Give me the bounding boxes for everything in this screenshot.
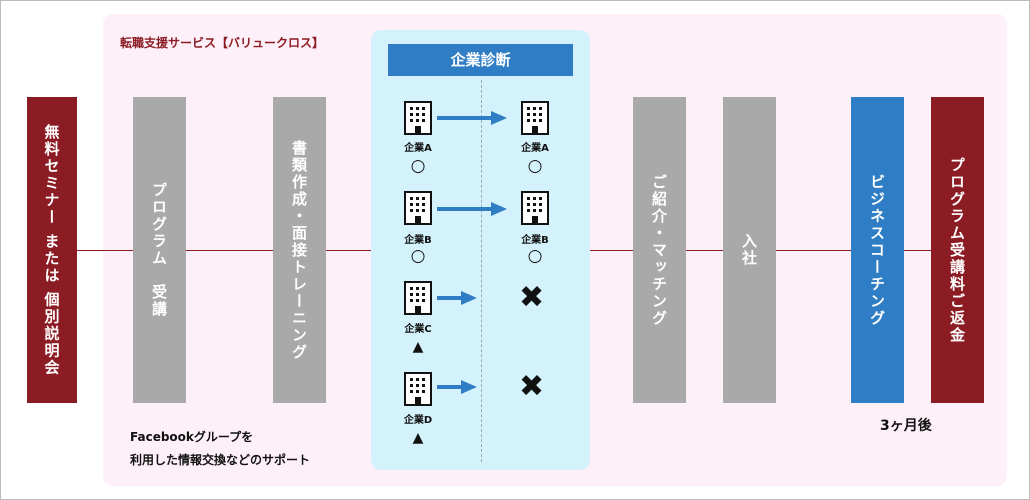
company-b-result-mark: ○ [527, 246, 543, 266]
step-refund-label: プログラム受講料ご返金 [948, 156, 966, 344]
step-coaching-label: ビジネスコーチング [868, 173, 886, 327]
company-b-mark: ○ [410, 246, 426, 266]
company-d-mark: ▲ [412, 430, 424, 446]
step-program: プログラム 受講 [133, 97, 186, 403]
company-b-label: 企業B [404, 235, 432, 246]
arrow-icon [437, 111, 507, 125]
step-join-label: 入社 [740, 233, 758, 267]
step-coaching: ビジネスコーチング [851, 97, 904, 403]
section-label: 転職支援サービス【バリュークロス】 [120, 36, 325, 50]
after-3-months-label: 3ヶ月後 [880, 418, 932, 434]
building-icon [404, 101, 432, 135]
company-c-mark: ▲ [412, 339, 424, 355]
company-c-label: 企業C [404, 324, 432, 335]
company-a-result-mark: ○ [527, 156, 543, 176]
step-seminar-label: 無料セミナー または 個別説明会 [42, 123, 61, 377]
building-icon [404, 372, 432, 406]
step-seminar: 無料セミナー または 個別説明会 [27, 97, 77, 403]
step-program-label: プログラム 受講 [150, 182, 168, 318]
building-icon [404, 281, 432, 315]
step-documents: 書類作成・面接トレーニング [273, 97, 326, 403]
arrow-icon [437, 380, 477, 394]
step-documents-label: 書類作成・面接トレーニング [290, 139, 308, 361]
diagnosis-title: 企業診断 [388, 44, 573, 76]
step-join: 入社 [723, 97, 776, 403]
company-d-label: 企業D [403, 415, 433, 426]
company-a-result-label: 企業A [521, 143, 549, 154]
company-b-result-label: 企業B [521, 235, 549, 246]
company-a-label: 企業A [404, 143, 432, 154]
company-c-result-mark: ✖ [519, 280, 545, 315]
step-matching-label: ご紹介・マッチング [650, 173, 668, 327]
building-icon [521, 191, 549, 225]
building-icon [521, 101, 549, 135]
diagnosis-divider [481, 80, 482, 462]
company-d-result-mark: ✖ [519, 369, 545, 404]
step-refund: プログラム受講料ご返金 [931, 97, 984, 403]
arrow-icon [437, 291, 477, 305]
company-a-mark: ○ [410, 156, 426, 176]
support-note-line2: 利用した情報交換などのサポート [130, 453, 311, 467]
step-matching: ご紹介・マッチング [633, 97, 686, 403]
building-icon [404, 191, 432, 225]
support-note-line1: Facebookグループを [130, 430, 254, 444]
arrow-icon [437, 202, 507, 216]
